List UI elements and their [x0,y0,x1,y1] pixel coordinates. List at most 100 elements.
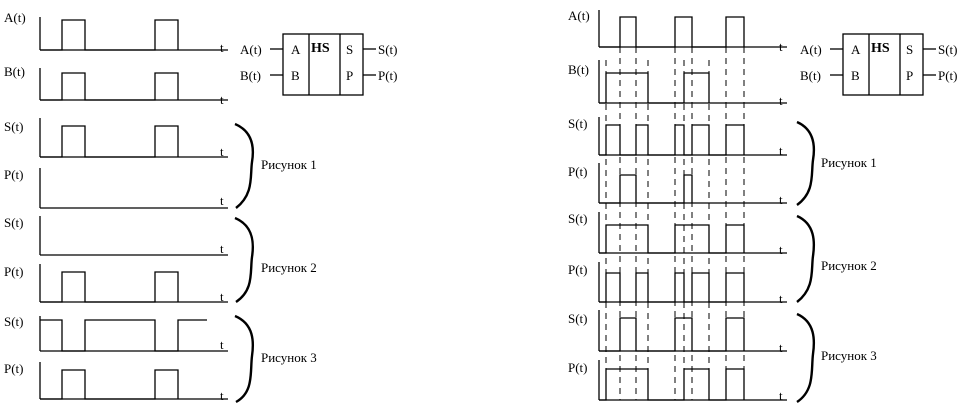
right-block-port-b: B [851,68,860,83]
group-brace-3 [234,314,255,404]
left-label-b: B(t) [4,64,25,79]
right-row-s1 [598,117,787,156]
left-row-s3 [39,316,228,352]
right-block-input-a-signal: A(t) [800,42,822,57]
right-row-b [598,60,787,104]
right-row-s2 [598,212,787,254]
left-block-input-a-signal: A(t) [240,42,262,57]
left-group-label-3: Рисунок 3 [261,350,317,365]
left-label-s2: S(t) [4,215,24,230]
group-brace-2 [234,216,255,303]
signal-waveform [599,174,693,204]
left-block-port-b: B [291,68,300,83]
signal-waveform [599,317,745,352]
left-group-label-1: Рисунок 1 [261,157,317,172]
left-block-input-b-signal: B(t) [240,68,261,83]
right-row-p1 [598,163,787,204]
signal-waveform [40,72,179,101]
right-axis-t-5: t [779,242,783,257]
signal-waveform [40,19,179,51]
right-block-port-a: A [851,42,861,57]
left-row-s2 [39,216,228,256]
signal-waveform [599,16,745,48]
group-brace-1 [796,120,816,206]
left-axis-t-6: t [220,289,224,304]
left-block-title: HS [311,41,330,56]
left-axis-t-3: t [220,144,224,159]
hs-block-outline [842,33,924,96]
right-axis-t-3: t [779,143,783,158]
left-row-p2 [39,264,228,303]
left-block-port-a: A [291,42,301,57]
timing-guides [605,47,745,400]
left-axis-t-2: t [220,92,224,107]
left-label-p3: P(t) [4,361,24,376]
right-label-s2: S(t) [568,211,588,226]
left-label-p2: P(t) [4,264,24,279]
right-row-p2 [598,262,787,303]
right-block-title: HS [871,41,890,56]
left-axis-t-7: t [220,337,224,352]
left-hs-block [270,33,376,96]
right-axis-t-8: t [779,388,783,403]
right-label-p2: P(t) [568,262,588,277]
right-label-s3: S(t) [568,311,588,326]
right-group-label-3: Рисунок 3 [821,348,877,363]
left-row-p3 [39,362,228,400]
left-group-label-2: Рисунок 2 [261,260,317,275]
right-label-b: B(t) [568,62,589,77]
left-row-b [39,68,228,101]
signal-waveform [599,368,745,401]
right-axis-t-2: t [779,93,783,108]
left-label-s3: S(t) [4,314,24,329]
right-label-p1: P(t) [568,164,588,179]
signal-waveform [599,124,745,156]
right-label-s1: S(t) [568,116,588,131]
signal-waveform [599,272,745,303]
right-axis-t-4: t [779,192,783,207]
left-label-p1: P(t) [4,167,24,182]
left-block-port-s: S [346,42,353,57]
hs-block-outline [282,33,364,96]
signal-waveform [599,224,745,254]
signal-waveform [40,125,179,158]
right-block-output-s-signal: S(t) [938,42,958,57]
right-label-a: A(t) [568,8,590,23]
right-row-p3 [598,360,787,401]
right-block-port-p: P [906,68,913,83]
right-group-label-1: Рисунок 1 [821,155,877,170]
left-row-p1 [39,168,228,209]
right-label-p3: P(t) [568,360,588,375]
group-brace-1 [234,122,255,209]
right-axis-t-7: t [779,340,783,355]
left-row-s1 [39,118,228,158]
right-block-input-b-signal: B(t) [800,68,821,83]
right-axis-t-1: t [779,39,783,54]
left-label-a: A(t) [4,10,26,25]
signal-waveform [40,271,179,303]
right-block-output-p-signal: P(t) [938,68,958,83]
left-block-port-p: P [346,68,353,83]
right-axis-t-6: t [779,291,783,306]
right-panel [598,10,936,403]
group-brace-3 [796,312,816,403]
group-brace-2 [796,214,816,303]
signal-waveform [40,319,207,352]
right-row-a [598,10,787,48]
left-row-a [39,17,228,51]
right-row-s3 [598,310,787,352]
signal-waveform [599,72,710,104]
left-axis-t-1: t [220,40,224,55]
left-label-s1: S(t) [4,119,24,134]
right-hs-block [830,33,936,96]
right-block-port-s: S [906,42,913,57]
signal-waveform [40,369,179,400]
left-axis-t-8: t [220,388,224,403]
left-axis-t-4: t [220,193,224,208]
left-block-output-s-signal: S(t) [378,42,398,57]
left-block-output-p-signal: P(t) [378,68,398,83]
right-group-label-2: Рисунок 2 [821,258,877,273]
left-panel [39,17,376,404]
left-axis-t-5: t [220,241,224,256]
